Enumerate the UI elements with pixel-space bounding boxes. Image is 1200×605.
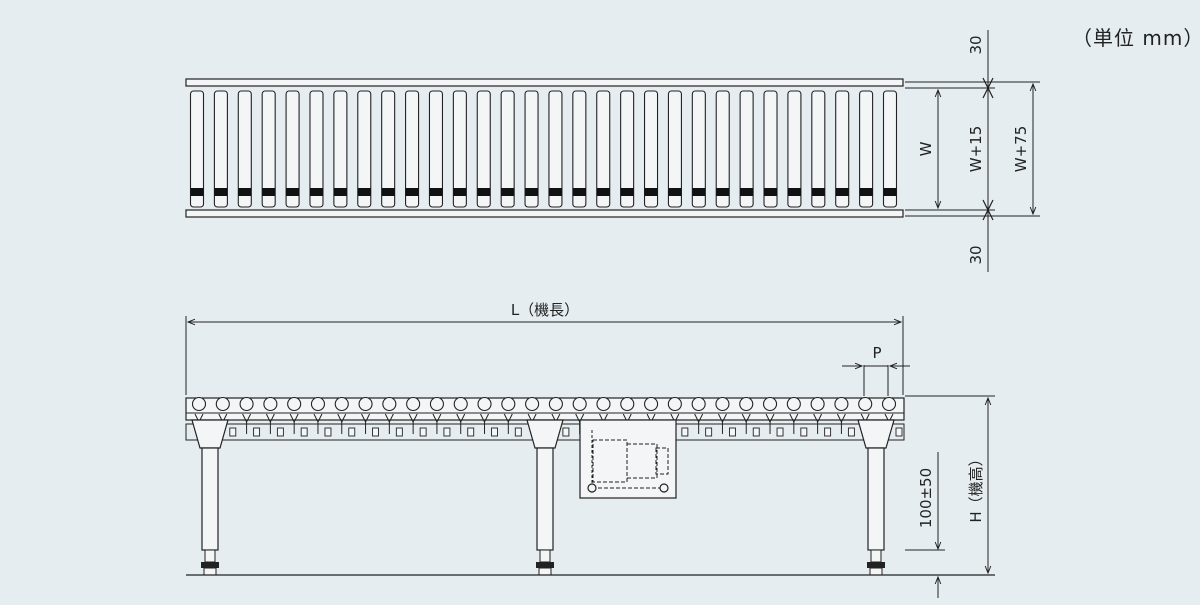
drive-unit xyxy=(579,419,677,499)
roller-side xyxy=(406,396,427,437)
roller-side xyxy=(834,396,855,437)
roller-top xyxy=(309,90,324,208)
dim-w15-label: W+15 xyxy=(967,126,985,173)
roller-top xyxy=(763,90,778,208)
leg-right xyxy=(857,419,895,576)
roller-top xyxy=(357,90,372,208)
dim-w-label: W xyxy=(917,141,935,156)
roller-top xyxy=(835,90,850,208)
roller-side xyxy=(810,396,832,437)
top-rollers xyxy=(189,90,898,208)
roller-side xyxy=(453,396,475,437)
dim-pitch-label: P xyxy=(872,344,881,362)
roller-top xyxy=(715,90,730,208)
unit-label: （単位 mm） xyxy=(1072,26,1200,50)
roller-side xyxy=(715,396,736,437)
roller-top xyxy=(882,90,898,208)
leg-left xyxy=(191,419,229,576)
roller-side xyxy=(786,396,808,437)
roller-top xyxy=(667,90,682,208)
dim-height-label: H（機高） xyxy=(967,451,985,522)
roller-top xyxy=(859,90,874,208)
top-frame-rail-lower xyxy=(185,209,904,218)
dim-leg-adjust-label: 100±50 xyxy=(917,468,935,528)
roller-top xyxy=(739,90,754,208)
roller-side xyxy=(287,396,308,437)
top-frame-rail-upper xyxy=(185,78,904,87)
roller-top xyxy=(285,90,300,208)
dim-top-30-label: 30 xyxy=(967,35,985,54)
roller-side xyxy=(334,396,356,437)
roller-side xyxy=(358,396,380,437)
dim-length-label: L（機長） xyxy=(511,301,579,319)
roller-top xyxy=(189,90,205,208)
roller-top xyxy=(643,90,659,208)
roller-top xyxy=(405,90,420,208)
roller-top xyxy=(500,90,515,208)
roller-top xyxy=(524,90,539,208)
roller-top xyxy=(333,90,348,208)
roller-side xyxy=(239,396,261,437)
top-view: W W+15 30 30 W+75 xyxy=(185,30,1040,272)
roller-top xyxy=(237,90,252,208)
roller-side xyxy=(501,396,522,437)
roller-top xyxy=(596,90,611,208)
roller-side xyxy=(382,396,403,437)
dim-w75-label: W+75 xyxy=(1012,126,1030,173)
roller-side xyxy=(691,396,713,437)
side-rollers xyxy=(191,396,903,437)
roller-top xyxy=(572,90,587,208)
roller-side xyxy=(739,396,760,437)
roller-side xyxy=(310,396,332,437)
dim-bottom-30-label: 30 xyxy=(967,245,985,264)
roller-side xyxy=(429,396,451,437)
roller-top xyxy=(811,90,826,208)
roller-top xyxy=(381,90,396,208)
roller-side xyxy=(762,396,784,437)
roller-top xyxy=(261,90,276,208)
roller-top xyxy=(213,90,228,208)
roller-side xyxy=(263,396,284,437)
side-view: L（機長） P xyxy=(185,301,995,598)
leg-middle xyxy=(526,419,564,576)
roller-top xyxy=(620,90,635,208)
roller-top xyxy=(452,90,467,208)
roller-top xyxy=(476,90,491,208)
roller-top xyxy=(787,90,802,208)
roller-top xyxy=(548,90,563,208)
roller-side xyxy=(477,396,498,437)
roller-top xyxy=(428,90,444,208)
roller-top xyxy=(691,90,706,208)
